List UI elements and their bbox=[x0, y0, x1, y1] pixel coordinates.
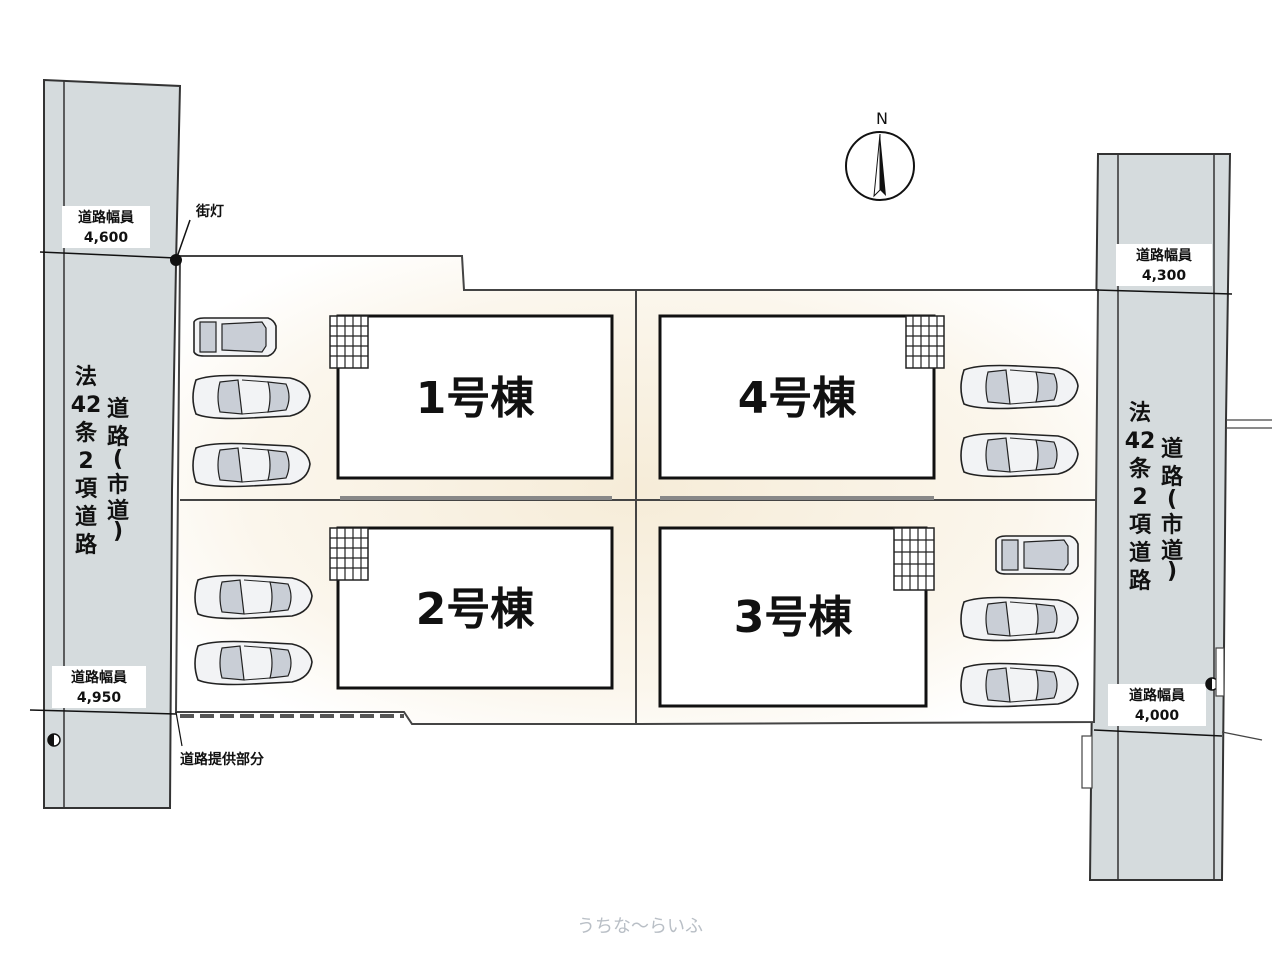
left-road-label-c1-0: 法 bbox=[75, 365, 97, 390]
street-lamp-leader bbox=[175, 219, 191, 261]
building-4[interactable]: 4号棟 bbox=[658, 314, 936, 480]
right-road-width-bottom-line bbox=[1093, 729, 1223, 737]
right-road-label-c1-5: 道 bbox=[1129, 540, 1151, 566]
right-road-label-c1-6: 路 bbox=[1129, 568, 1152, 594]
right-road-label-c2-1: 路 bbox=[1161, 464, 1184, 490]
building-2[interactable]: 2号棟 bbox=[336, 526, 614, 690]
parked-car-lot2-a bbox=[194, 574, 313, 620]
building-3[interactable]: 3号棟 bbox=[658, 526, 928, 708]
right-side-boundary bbox=[1226, 419, 1272, 429]
north-label: N bbox=[876, 109, 888, 128]
left-road bbox=[43, 78, 182, 809]
left-road-width-top-line bbox=[39, 251, 177, 259]
building-1-label: 1号棟 bbox=[416, 373, 536, 424]
left-road-width-bottom-bg bbox=[52, 666, 146, 708]
right-road-width-top-title: 道路幅員 bbox=[1136, 247, 1192, 264]
watermark: うちな〜らいふ bbox=[577, 916, 703, 937]
parked-car-lot4-b bbox=[960, 432, 1079, 478]
right-side-steps bbox=[1081, 735, 1093, 789]
balcony-grid-3 bbox=[893, 527, 935, 591]
left-road-label-c1-5: 道 bbox=[75, 504, 97, 530]
right-road-label-c2-0: 道 bbox=[1161, 436, 1183, 462]
right-road-label-c1-3: 2 bbox=[1132, 485, 1147, 510]
right-road-label-c2-2: ( bbox=[1167, 487, 1177, 512]
right-road-label-c2-5: ) bbox=[1167, 559, 1177, 584]
left-road-label-c2-2: ( bbox=[113, 447, 123, 472]
right-road-label-c1-4: 項 bbox=[1129, 513, 1152, 538]
parked-car-lot3-b bbox=[960, 662, 1079, 708]
right-road-label-c1-2: 条 bbox=[1128, 456, 1152, 482]
road-provision-leader bbox=[175, 711, 183, 747]
right-side-steps-2 bbox=[1215, 647, 1225, 697]
left-road-width-top-value: 4,600 bbox=[84, 230, 129, 246]
building-4-label: 4号棟 bbox=[738, 373, 858, 424]
right-road-label-c2-3: 市 bbox=[1161, 512, 1183, 538]
left-road-width-bottom-title: 道路幅員 bbox=[71, 669, 127, 686]
left-road-label-c1-4: 項 bbox=[75, 477, 98, 502]
right-road-label-c1-1: 42 bbox=[1125, 429, 1156, 454]
right-road-width-bottom-value: 4,000 bbox=[1135, 708, 1180, 724]
left-road-label-c2-3: 市 bbox=[107, 472, 129, 498]
balcony-grid-1 bbox=[329, 315, 369, 369]
utility-pole-icon-right-fill bbox=[1206, 678, 1212, 690]
utility-pole-icon-left-fill bbox=[48, 734, 54, 746]
right-road-width-top-bg bbox=[1116, 244, 1212, 286]
road-provision-label: 道路提供部分 bbox=[180, 751, 264, 768]
left-road-label-c2-0: 道 bbox=[107, 396, 129, 422]
parked-car-lot1-b bbox=[192, 442, 311, 488]
parked-van-lot1 bbox=[193, 317, 277, 357]
left-road-label: 法 42 条 2 項 道 路 道 路 ( 市 道 ) bbox=[71, 365, 130, 558]
right-road-label-c1-0: 法 bbox=[1129, 401, 1151, 426]
left-road-width-top-bg bbox=[62, 206, 150, 248]
parked-van-lot3 bbox=[995, 535, 1079, 575]
right-side-boundary-2 bbox=[1221, 731, 1263, 741]
north-arrow: N bbox=[845, 109, 915, 201]
left-road-label-c1-6: 路 bbox=[75, 532, 98, 558]
right-road-width-top-line bbox=[1095, 289, 1233, 295]
left-road-label-c2-4: 道 bbox=[107, 498, 129, 524]
balcony-grid-2 bbox=[329, 527, 369, 581]
left-road-label-c2-5: ) bbox=[113, 519, 123, 544]
parked-car-lot1-a bbox=[192, 374, 311, 420]
left-road-label-c2-1: 路 bbox=[107, 424, 130, 450]
left-road-label-c1-1: 42 bbox=[71, 393, 102, 418]
right-road-width-top-value: 4,300 bbox=[1142, 268, 1187, 284]
parked-car-lot4-a bbox=[960, 364, 1079, 410]
building-1[interactable]: 1号棟 bbox=[336, 314, 614, 480]
parked-car-lot2-b bbox=[194, 640, 313, 686]
building-3-label: 3号棟 bbox=[734, 592, 854, 643]
left-road-width-top-title: 道路幅員 bbox=[78, 209, 134, 226]
left-road-width-bottom-line bbox=[29, 709, 177, 715]
right-road-label-c2-4: 道 bbox=[1161, 538, 1183, 564]
right-road-width-bottom-bg bbox=[1108, 684, 1206, 726]
right-road-width-bottom-title: 道路幅員 bbox=[1129, 687, 1185, 704]
balcony-grid-4 bbox=[905, 315, 945, 369]
building-2-label: 2号棟 bbox=[416, 584, 536, 635]
right-road-label: 法 42 条 2 項 道 路 道 路 ( 市 道 ) bbox=[1125, 401, 1184, 594]
street-lamp-label: 街灯 bbox=[195, 203, 224, 220]
parked-car-lot3-a bbox=[960, 596, 1079, 642]
left-road-label-c1-2: 条 bbox=[74, 420, 98, 446]
left-road-width-bottom-value: 4,950 bbox=[77, 690, 122, 706]
left-road-label-c1-3: 2 bbox=[78, 449, 93, 474]
